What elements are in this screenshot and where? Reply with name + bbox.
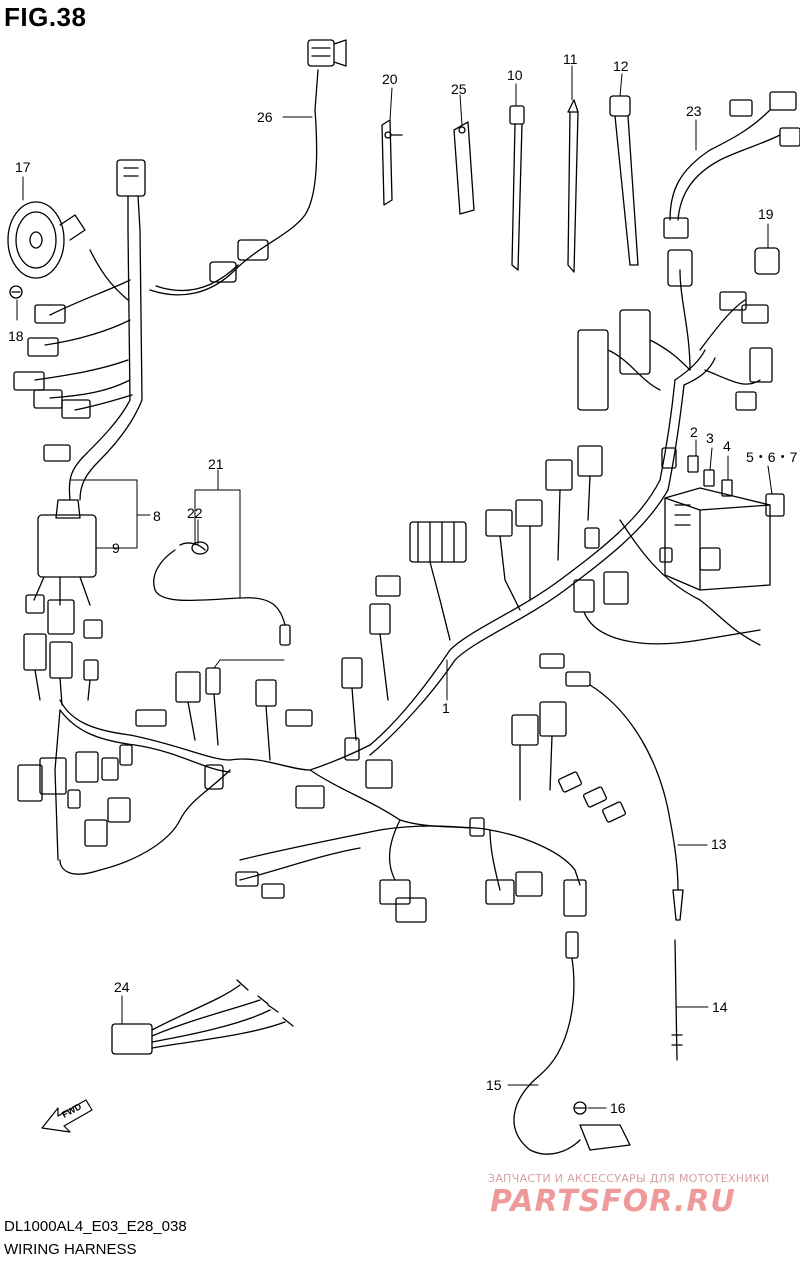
part-15-switch-lead — [513, 931, 631, 1155]
relay-5-6-7 — [765, 493, 785, 517]
callout-9: 9 — [112, 540, 120, 556]
callout-16: 16 — [610, 1100, 626, 1116]
part-24-pigtail — [111, 979, 294, 1055]
figure-title: FIG.38 — [4, 2, 87, 32]
part-10-cable-tie — [509, 105, 525, 271]
part-21-22-lead — [153, 541, 291, 646]
part-18-bolt — [9, 285, 23, 299]
callout-23: 23 — [686, 103, 702, 119]
callout-22: 22 — [187, 505, 203, 521]
callout-17: 17 — [15, 159, 31, 175]
part-16-screw — [573, 1101, 587, 1115]
fwd-arrow-icon — [41, 1099, 93, 1133]
mid-connector-cluster — [135, 445, 603, 809]
callout-1: 1 — [442, 700, 450, 716]
callout-19: 19 — [758, 206, 774, 222]
watermark-site: PARTSFOR.RU — [490, 1184, 736, 1219]
callout-24: 24 — [114, 979, 130, 995]
part-25-clamp — [453, 121, 475, 215]
part-19-cap — [754, 247, 780, 275]
left-connector-cluster — [17, 633, 133, 847]
part-13-sensor-lead — [589, 684, 684, 921]
callout-10: 10 — [507, 67, 523, 83]
callout-13: 13 — [711, 836, 727, 852]
right-upper-harness — [573, 91, 800, 646]
callout-26: 26 — [257, 109, 273, 125]
harness-left-branch — [13, 159, 146, 639]
callout-15: 15 — [486, 1077, 502, 1093]
watermark-tagline: ЗАПЧАСТИ И АКСЕССУАРЫ ДЛЯ МОТОТЕХНИКИ — [488, 1172, 770, 1185]
callout-12: 12 — [613, 58, 629, 74]
part-12-cable-tie — [609, 95, 639, 266]
part-11-cable-tie — [567, 99, 579, 273]
callout-11: 11 — [563, 51, 578, 67]
callout-3: 3 — [706, 430, 714, 446]
callout-14: 14 — [712, 999, 728, 1015]
callout-4: 4 — [723, 438, 731, 454]
callout-5-6-7: 5・6・7 — [746, 449, 798, 465]
callout-18: 18 — [8, 328, 24, 344]
part-14-rod — [671, 939, 683, 1061]
figure-name: WIRING HARNESS — [4, 1241, 137, 1258]
part-20-clamp — [381, 119, 403, 206]
fuses-2-3-4 — [687, 455, 733, 497]
part-17-horn — [7, 201, 86, 279]
callout-8: 8 — [153, 508, 161, 524]
figure-code: DL1000AL4_E03_E28_038 — [4, 1218, 187, 1235]
callout-20: 20 — [382, 71, 398, 87]
lower-right-connectors — [235, 653, 627, 923]
callout-25: 25 — [451, 81, 467, 97]
part-1-main-harness — [54, 349, 716, 891]
part-26-lead-wire — [149, 39, 347, 296]
callout-labels: 1 2 3 4 5・6・7 8 9 10 11 12 13 14 15 16 1… — [8, 51, 798, 1116]
leader-lines — [16, 65, 773, 1109]
callout-2: 2 — [690, 424, 698, 440]
callout-21: 21 — [208, 456, 224, 472]
